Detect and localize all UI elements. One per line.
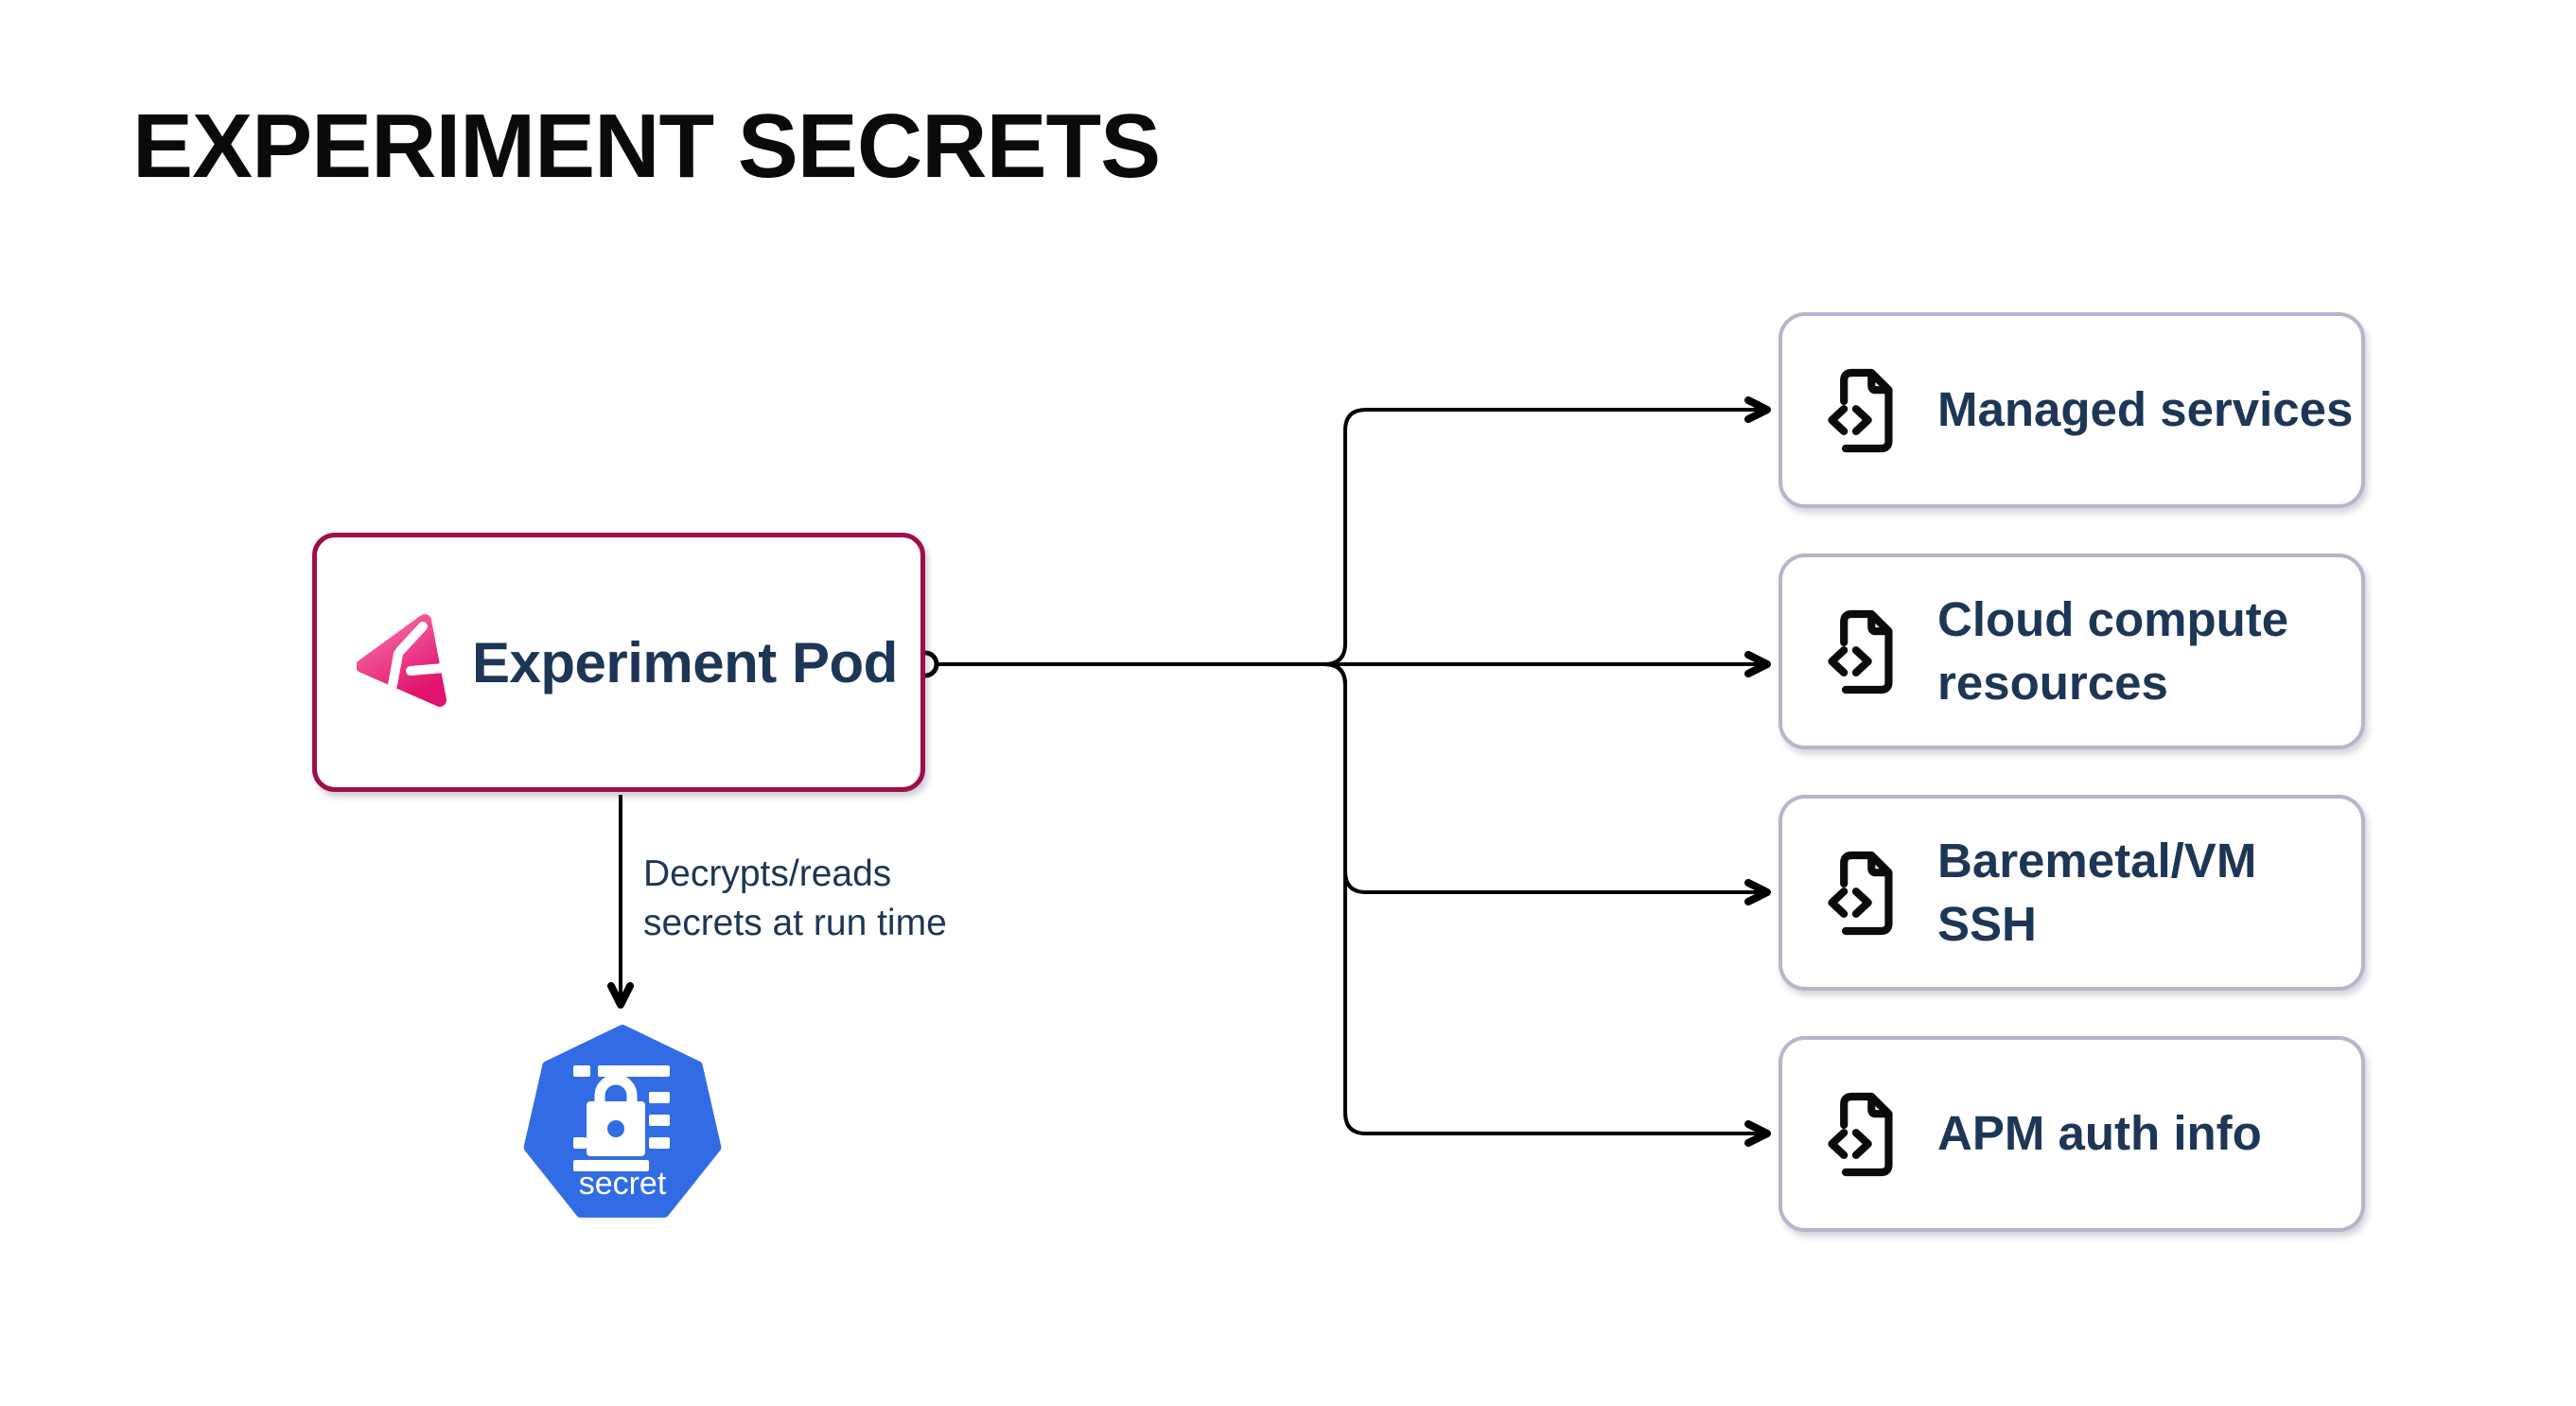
edge-annotation-line1: Decrypts/reads (643, 853, 892, 894)
node-managed-services: Managed services (1779, 312, 2365, 508)
edge-pod-to-baremetal-ssh (938, 662, 1771, 905)
target-label: Baremetal/VM SSH (1937, 834, 2257, 951)
secret-lock-icon (573, 1065, 670, 1171)
edge-annotation: Decrypts/reads secrets at run time (643, 850, 947, 948)
target-label: APM auth info (1937, 1106, 2262, 1161)
node-cloud-compute-resources: Cloud compute resources (1779, 554, 2365, 749)
edge-pod-to-apm-auth (938, 662, 1771, 1147)
node-apm-auth-info: APM auth info (1779, 1036, 2365, 1232)
file-code-icon (1828, 1092, 1893, 1176)
diagram-title: EXPERIMENT SECRETS (132, 96, 1161, 197)
target-label: Cloud compute resources (1937, 592, 2289, 710)
file-code-icon (1828, 609, 1893, 694)
target-label: Managed services (1937, 382, 2354, 437)
edge-annotation-line2: secrets at run time (643, 902, 947, 943)
secret-label: secret (579, 1166, 667, 1202)
edge-pod-to-managed-services (938, 396, 1771, 666)
file-code-icon (1828, 851, 1893, 935)
pod-label: Experiment Pod (472, 630, 898, 694)
node-kubernetes-secret: secret (523, 1025, 722, 1218)
node-experiment-pod: Experiment Pod (312, 533, 925, 792)
litmus-chaos-icon (357, 614, 447, 707)
node-baremetal-vm-ssh: Baremetal/VM SSH (1779, 795, 2365, 991)
file-code-icon (1828, 368, 1893, 452)
